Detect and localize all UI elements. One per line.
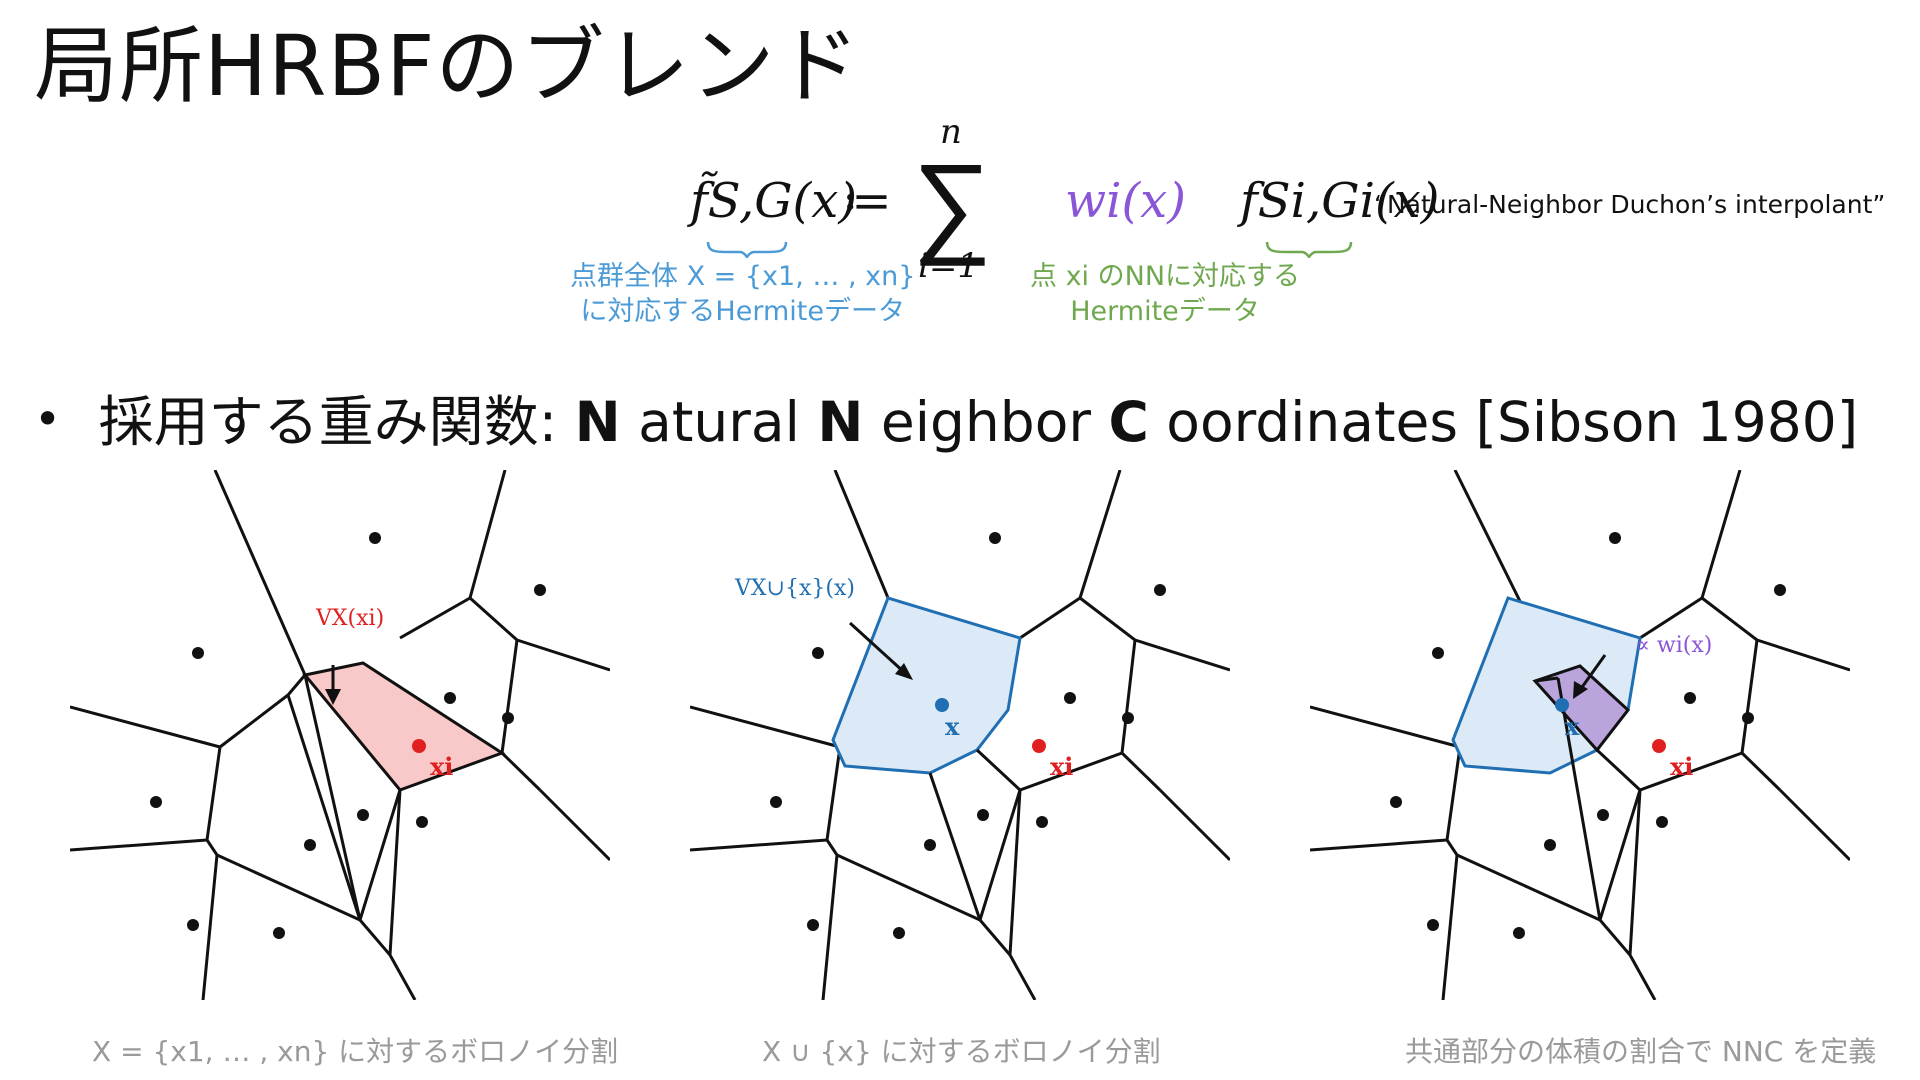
formula-assign: ≔ <box>842 173 892 229</box>
summation-upper-limit: n <box>940 112 962 152</box>
formula-weight: wi(x) <box>1065 173 1186 229</box>
voronoi-diagram-inserted: VX∪{x}(x) x xi <box>690 470 1230 1000</box>
summation-lower-limit: i=1 <box>918 246 979 286</box>
right-annotation: 点 xi のNNに対応する Hermiteデータ <box>1030 259 1300 329</box>
slide-title: 局所HRBFのブレンド <box>34 17 861 115</box>
bullet-dot-icon: • <box>34 392 62 446</box>
x-label-intersection: x <box>1565 712 1580 741</box>
right-annotation-line-2: Hermiteデータ <box>1070 296 1260 328</box>
voronoi-diagram-original: VX(xi) xi <box>70 470 610 1000</box>
left-annotation-line-1: 点群全体 X = {x1, … , xn} <box>570 261 916 292</box>
right-underbrace <box>1265 241 1353 258</box>
bullet-atural: atural <box>638 390 818 454</box>
formula-lhs: f̃S,G(x) <box>690 173 858 229</box>
formula-local-term: fSi,Gi(x) <box>1240 173 1440 229</box>
bullet-n1: N <box>574 390 621 454</box>
left-underbrace <box>706 241 788 258</box>
bullet-point: • 採用する重み関数: N atural N eighbor C oordina… <box>34 377 1858 457</box>
xi-label: xi <box>430 752 453 781</box>
bullet-c: C <box>1108 390 1149 454</box>
left-annotation: 点群全体 X = {x1, … , xn} に対応するHermiteデータ <box>570 259 915 329</box>
xi-label-intersection: xi <box>1670 752 1693 781</box>
left-annotation-line-2: に対応するHermiteデータ <box>580 296 905 328</box>
caption-original: X = {x1, … , xn} に対するボロノイ分割 <box>92 1035 619 1068</box>
voronoi-inserted-svg: VX∪{x}(x) x xi <box>690 470 1230 1000</box>
voronoi-diagram-intersection: ∝ wi(x) x xi <box>1310 470 1850 1000</box>
inserted-cell-label: VX∪{x}(x) <box>734 576 855 601</box>
bullet-n2: N <box>817 390 864 454</box>
voronoi-cell-label: VX(xi) <box>315 606 384 631</box>
bullet-eighbor: eighbor <box>880 390 1109 454</box>
voronoi-original-svg: VX(xi) xi <box>70 470 610 1000</box>
voronoi-intersection-svg: ∝ wi(x) x xi <box>1310 470 1850 1000</box>
caption-intersection: 共通部分の体積の割合で NNC を定義 <box>1405 1035 1877 1068</box>
right-annotation-line-1: 点 xi のNNに対応する <box>1030 261 1301 292</box>
method-name-quote: “Natural-Neighbor Duchon’s interpolant” <box>1374 190 1886 219</box>
xi-label-inserted: xi <box>1050 752 1073 781</box>
weight-region-label: ∝ wi(x) <box>1635 633 1712 658</box>
caption-inserted: X ∪ {x} に対するボロノイ分割 <box>762 1035 1161 1068</box>
bullet-oordinates: oordinates [Sibson 1980] <box>1166 390 1859 454</box>
blending-formula: f̃S,G(x) ≔ ∑ n i=1 wi(x) fSi,Gi(x) <box>690 112 1450 458</box>
x-label: x <box>945 712 960 741</box>
bullet-prefix: 採用する重み関数: <box>98 390 575 454</box>
summation-symbol: ∑ <box>912 139 992 269</box>
